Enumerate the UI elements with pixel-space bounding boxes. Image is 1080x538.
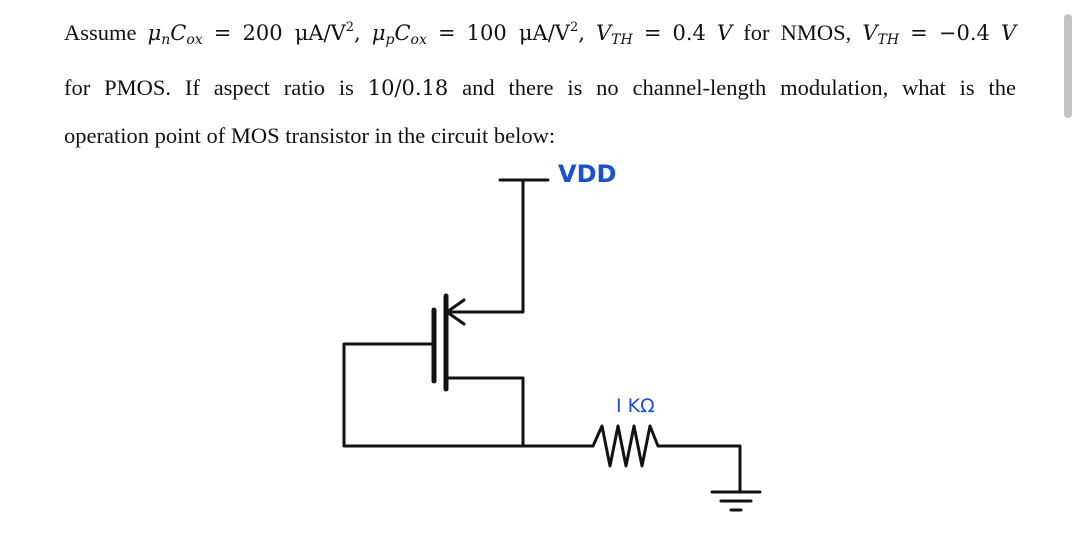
vth-symbol-2: VTH: [862, 21, 900, 48]
equals-2: =: [437, 21, 456, 45]
gate-wire: [342, 342, 595, 448]
text-line2-b: and there is no channel-length modulatio…: [462, 75, 1016, 100]
value-vth-nmos: 0.4: [672, 21, 706, 45]
mu-n-symbol: μn: [147, 21, 171, 48]
value-mup-cox: 100 μA/V2: [466, 20, 579, 45]
mu-p-symbol: μp: [371, 21, 395, 48]
problem-statement: Assume μnCox = 200 μA/V2, μpCox = 100 μA…: [64, 4, 1016, 159]
problem-line-1: Assume μnCox = 200 μA/V2, μpCox = 100 μA…: [64, 4, 1016, 64]
drain-wire: [445, 376, 525, 448]
vdd-label: VDD: [558, 160, 616, 188]
ground-wire: [684, 444, 742, 494]
unit-volt-2: V: [1000, 21, 1017, 45]
source-wire: [443, 178, 525, 314]
problem-line-3: operation point of MOS transistor in the…: [64, 123, 556, 148]
comma-1: ,: [354, 21, 361, 45]
value-mun-cox: 200 μA/V2: [242, 20, 355, 45]
value-vth-pmos: −0.4: [938, 21, 990, 45]
equals-1: =: [213, 21, 232, 45]
equals-3: =: [643, 21, 662, 45]
resistor-symbol: [591, 424, 688, 468]
ground-icon: [710, 490, 762, 512]
equals-4: =: [910, 21, 928, 45]
text-for-nmos: for NMOS,: [743, 20, 852, 45]
problem-line-2: for PMOS. If aspect ratio is 10/0.18 and…: [64, 64, 1016, 112]
vth-symbol: VTH: [596, 21, 633, 48]
resistor-label: I KΩ: [616, 395, 655, 417]
cox-symbol-2: Cox: [394, 21, 427, 48]
unit-volt-1: V: [717, 21, 733, 45]
aspect-ratio-value: 10/0.18: [367, 76, 449, 100]
cox-symbol: Cox: [170, 21, 203, 48]
text-line2-a: for PMOS. If aspect ratio is: [64, 75, 354, 100]
word-assume: Assume: [64, 20, 137, 45]
comma-2: ,: [578, 21, 585, 45]
vertical-scrollbar[interactable]: [1064, 14, 1072, 118]
